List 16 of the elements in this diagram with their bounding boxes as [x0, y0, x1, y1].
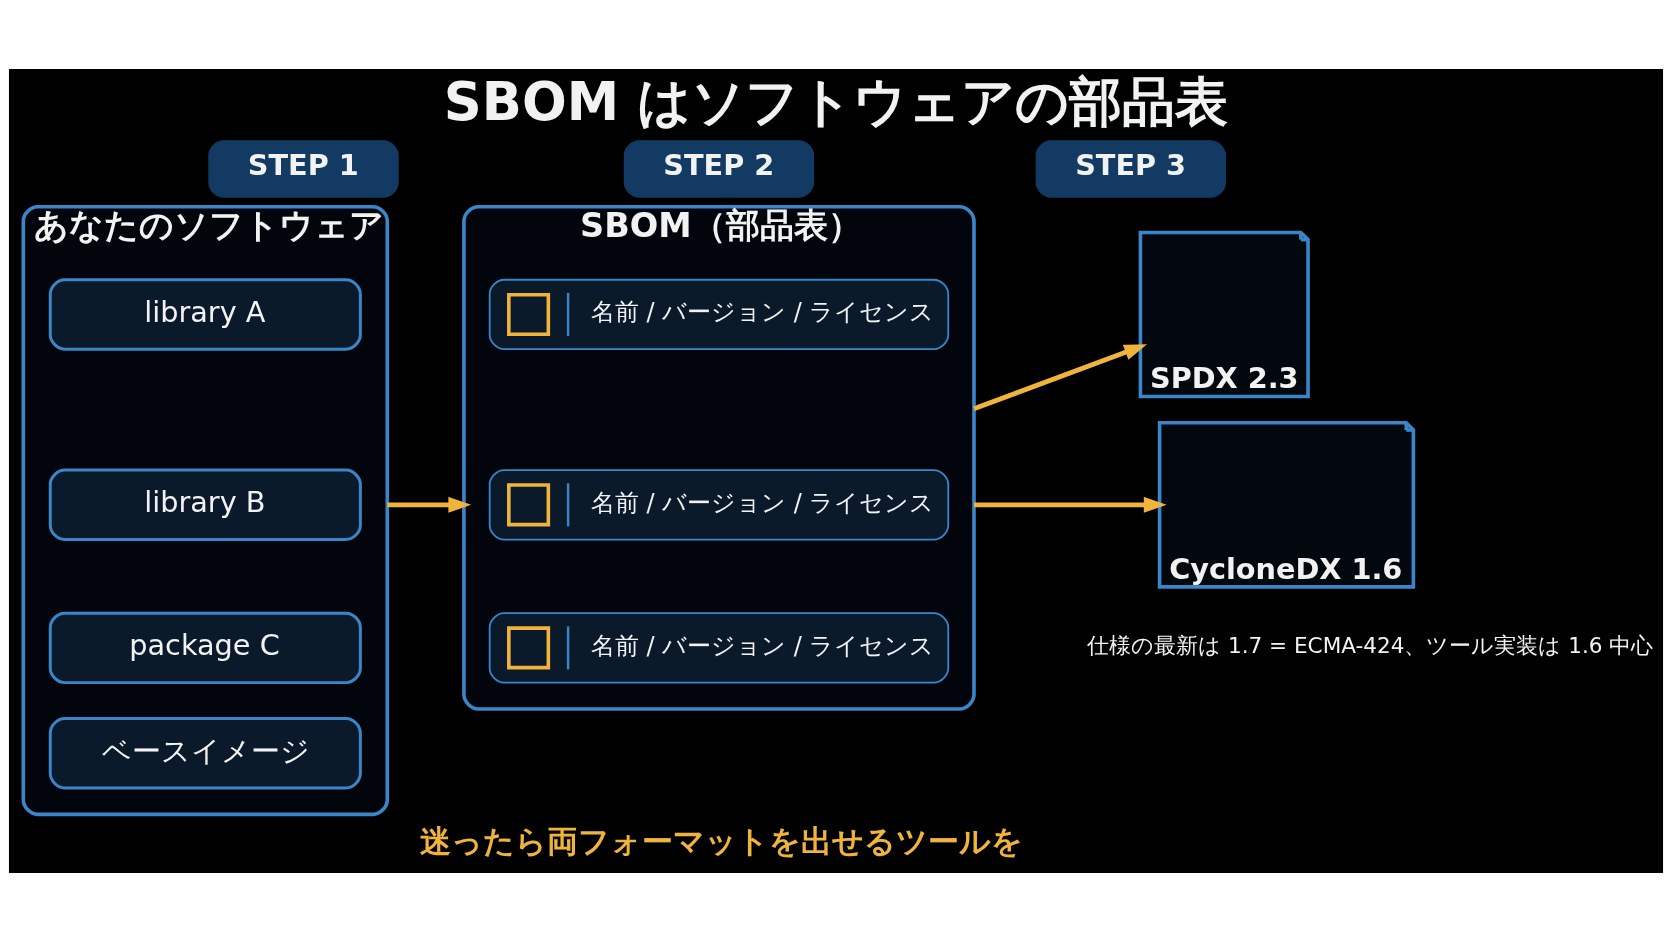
node-label: 仕様の最新は 1.7 = ECMA-424、ツール実装は 1.6 中心: [1087, 632, 1654, 658]
arrow: [973, 343, 1148, 411]
label: 迷ったら両フォーマットを出せるツールを: [420, 822, 1024, 859]
node-box: ベースイメージ: [48, 716, 362, 789]
arrow: [974, 496, 1167, 513]
node-box: STEP 3: [1035, 139, 1227, 198]
diagram-title: SBOM はソフトウェアの部品表: [443, 70, 1229, 132]
node-box: library A: [48, 277, 362, 351]
node-box: 名前 / バージョン / ライセンス: [488, 468, 950, 540]
node-box: library B: [48, 468, 362, 541]
arrow: [387, 496, 472, 513]
node-box: 名前 / バージョン / ライセンス: [488, 278, 950, 350]
node-box: 名前 / バージョン / ライセンス: [488, 611, 950, 684]
node-box: STEP 1: [208, 139, 399, 198]
node-box: STEP 2: [623, 139, 815, 198]
node-box: package C: [48, 611, 362, 684]
